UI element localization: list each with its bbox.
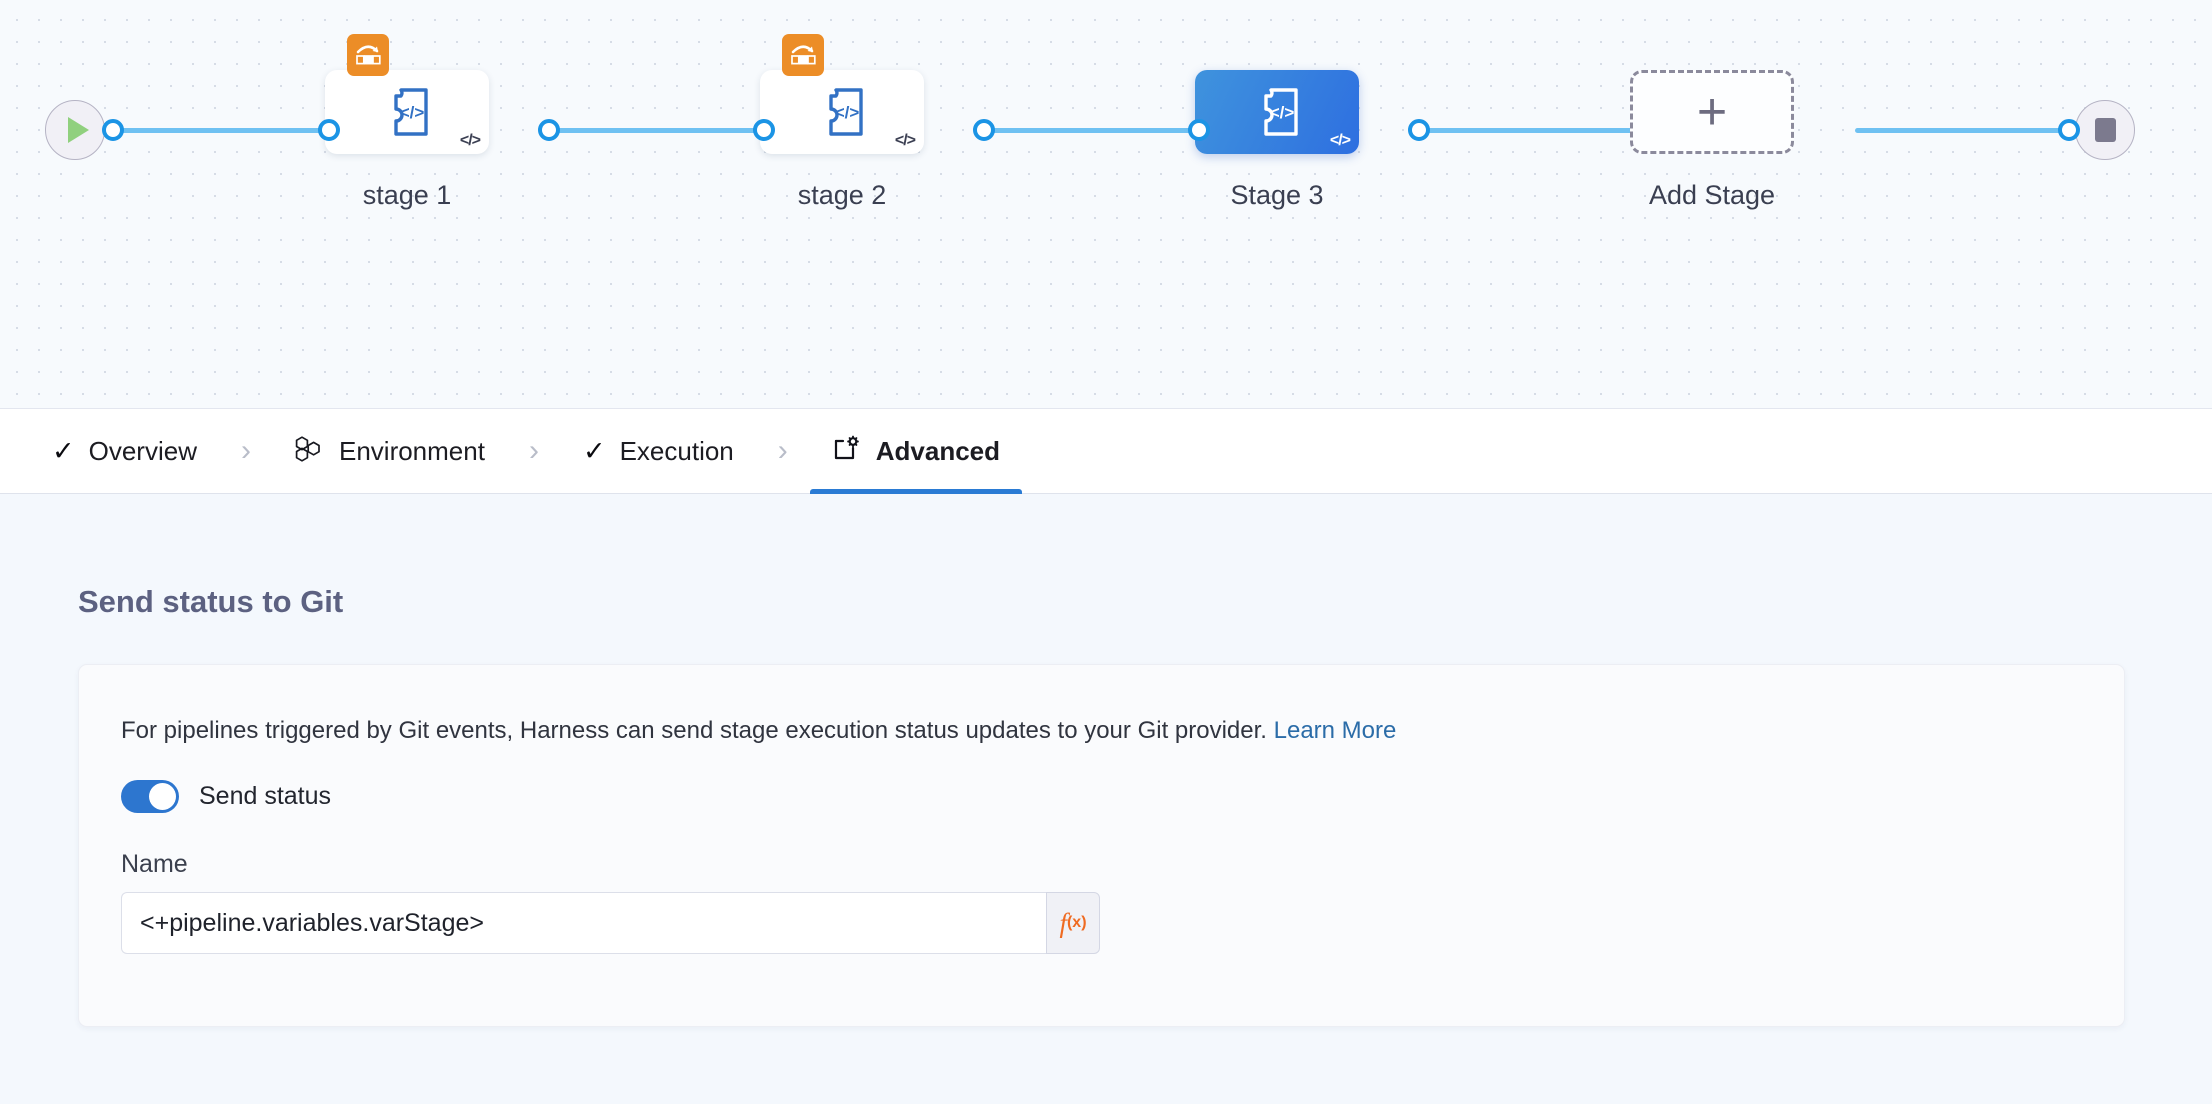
- tab-advanced[interactable]: Advanced: [809, 408, 1023, 494]
- tab-execution-label: Execution: [619, 435, 734, 466]
- add-stage-node[interactable]: +: [1630, 70, 1794, 154]
- custom-stage-icon: </>: [1264, 88, 1298, 136]
- tab-environment[interactable]: Environment: [273, 408, 507, 494]
- description-text: For pipelines triggered by Git events, H…: [121, 717, 1267, 744]
- stage-type-badge: </>: [1329, 132, 1351, 149]
- svg-text:</>: </>: [400, 103, 425, 122]
- stage-label-3: Stage 3: [1230, 180, 1324, 210]
- send-status-toggle[interactable]: [121, 780, 179, 813]
- window-gear-icon: [832, 434, 862, 469]
- send-status-description: For pipelines triggered by Git events, H…: [121, 717, 1396, 745]
- tab-separator-icon: ›: [777, 434, 788, 467]
- tab-environment-label: Environment: [338, 435, 485, 466]
- send-status-card: For pipelines triggered by Git events, H…: [78, 664, 2125, 1027]
- play-icon: [67, 117, 89, 143]
- tab-overview[interactable]: ✓ Overview: [30, 408, 219, 494]
- name-input[interactable]: [121, 892, 1046, 954]
- connector-stage3-to-add: [1415, 128, 1635, 133]
- svg-text:</>: </>: [1270, 103, 1295, 122]
- check-icon: ✓: [52, 435, 75, 466]
- tab-advanced-label: Advanced: [875, 435, 1001, 466]
- add-stage-label: Add Stage: [1648, 180, 1776, 210]
- connector-stage1-to-stage2: [545, 128, 770, 133]
- learn-more-link[interactable]: Learn More: [1273, 717, 1397, 744]
- name-field-row: f(x): [121, 892, 1100, 954]
- stage-type-badge: </>: [894, 132, 916, 149]
- tab-execution[interactable]: ✓ Execution: [561, 408, 756, 494]
- fx-x-glyph: (x): [1066, 914, 1087, 931]
- custom-stage-icon: </>: [829, 88, 863, 136]
- stage-label-1: stage 1: [362, 180, 452, 210]
- check-icon: ✓: [582, 435, 606, 466]
- stage-label-2: stage 2: [797, 180, 887, 210]
- hexagons-icon: [295, 434, 325, 469]
- plus-icon: +: [1696, 82, 1728, 141]
- stage-type-badge: </>: [459, 132, 481, 149]
- stage-node-2[interactable]: </> </>: [760, 34, 924, 154]
- port-stage1-out[interactable]: [538, 119, 560, 141]
- send-status-toggle-row: Send status: [121, 780, 331, 813]
- pipeline-start-node[interactable]: [45, 100, 105, 160]
- stop-icon: [2094, 118, 2116, 142]
- send-status-label: Send status: [199, 782, 332, 810]
- pipeline-canvas[interactable]: </> </> stage 1 </> </> stage 2 </>: [0, 0, 2212, 408]
- tab-overview-label: Overview: [88, 435, 197, 466]
- toggle-knob: [149, 783, 176, 810]
- connector-add-to-end: [1855, 128, 2070, 133]
- stage-node-1[interactable]: </> </>: [325, 34, 489, 154]
- advanced-tab-content: Send status to Git For pipelines trigger…: [0, 494, 2212, 1104]
- port-stage3-in[interactable]: [1188, 119, 1210, 141]
- port-start-out[interactable]: [102, 119, 124, 141]
- pipeline-end-node[interactable]: [2075, 100, 2135, 160]
- connector-stage2-to-stage3: [980, 128, 1205, 133]
- port-stage3-out[interactable]: [1408, 119, 1430, 141]
- tab-separator-icon: ›: [240, 434, 251, 467]
- matrix-strategy-icon: [347, 34, 389, 76]
- page-title: Send status to Git: [78, 584, 344, 619]
- connector-start-to-stage1: [110, 128, 330, 133]
- port-end-in[interactable]: [2058, 119, 2080, 141]
- expression-toggle-button[interactable]: f(x): [1046, 892, 1100, 954]
- stage-node-3[interactable]: </> </>: [1195, 70, 1359, 154]
- port-stage1-in[interactable]: [318, 119, 340, 141]
- fx-f-glyph: f: [1059, 907, 1067, 938]
- matrix-strategy-icon: [782, 34, 824, 76]
- svg-text:</>: </>: [835, 103, 860, 122]
- port-stage2-in[interactable]: [753, 119, 775, 141]
- port-stage2-out[interactable]: [973, 119, 995, 141]
- stage-tab-bar: ✓ Overview › Environment › ✓ Execution ›: [0, 408, 2212, 494]
- custom-stage-icon: </>: [394, 88, 428, 136]
- name-field-label: Name: [121, 850, 188, 878]
- tab-separator-icon: ›: [528, 434, 539, 467]
